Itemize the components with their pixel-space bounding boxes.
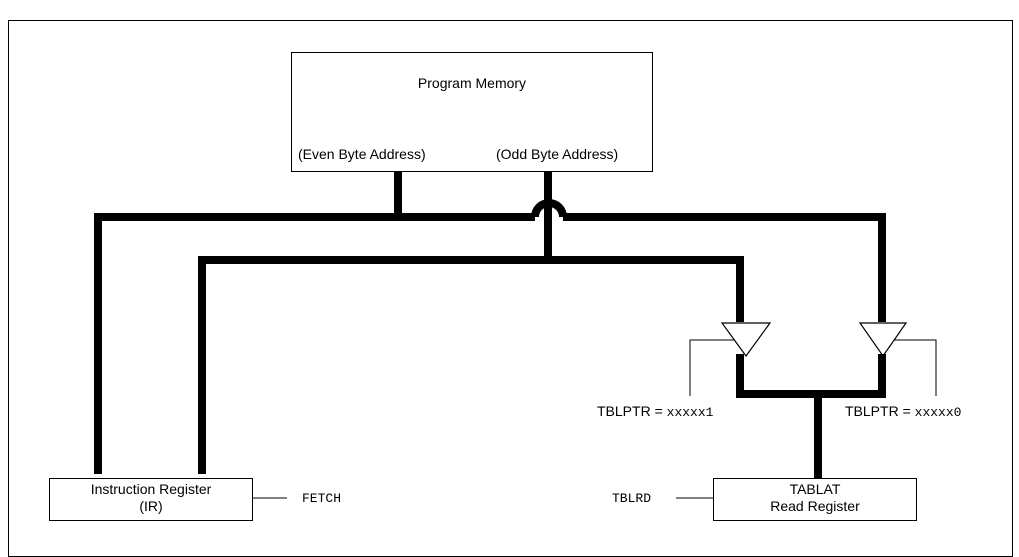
odd-byte-address-label: (Odd Byte Address): [496, 146, 619, 162]
even-byte-bus: [94, 170, 886, 474]
tblptr-odd-value: xxxxx1: [666, 405, 714, 420]
instruction-register-abbrev: (IR): [139, 498, 163, 514]
tablat-label: TABLAT: [789, 481, 841, 497]
tablat-read-register-label: Read Register: [770, 498, 860, 514]
even-byte-address-label: (Even Byte Address): [298, 146, 426, 162]
odd-byte-bus: [198, 170, 744, 474]
instruction-register-box: [49, 478, 253, 521]
tblptr-even-prefix: TBLPTR =: [845, 403, 915, 419]
fetch-signal-label: FETCH: [302, 491, 342, 506]
program-memory-box: [291, 52, 653, 172]
program-memory-title: Program Memory: [417, 75, 527, 91]
left-enable-line: [689, 339, 735, 396]
tblrd-signal-label: TBLRD: [612, 491, 652, 506]
tablat-bus: [736, 354, 886, 478]
instruction-register-label: Instruction Register: [90, 481, 212, 497]
tblptr-even-value: xxxxx0: [914, 405, 962, 420]
tblptr-even-label: TBLPTR = xxxxx0: [845, 404, 961, 419]
tblptr-odd-label: TBLPTR = xxxxx1: [597, 404, 713, 419]
tblptr-odd-prefix: TBLPTR =: [597, 403, 667, 419]
tablat-box: [713, 478, 917, 521]
right-enable-line: [894, 339, 937, 396]
